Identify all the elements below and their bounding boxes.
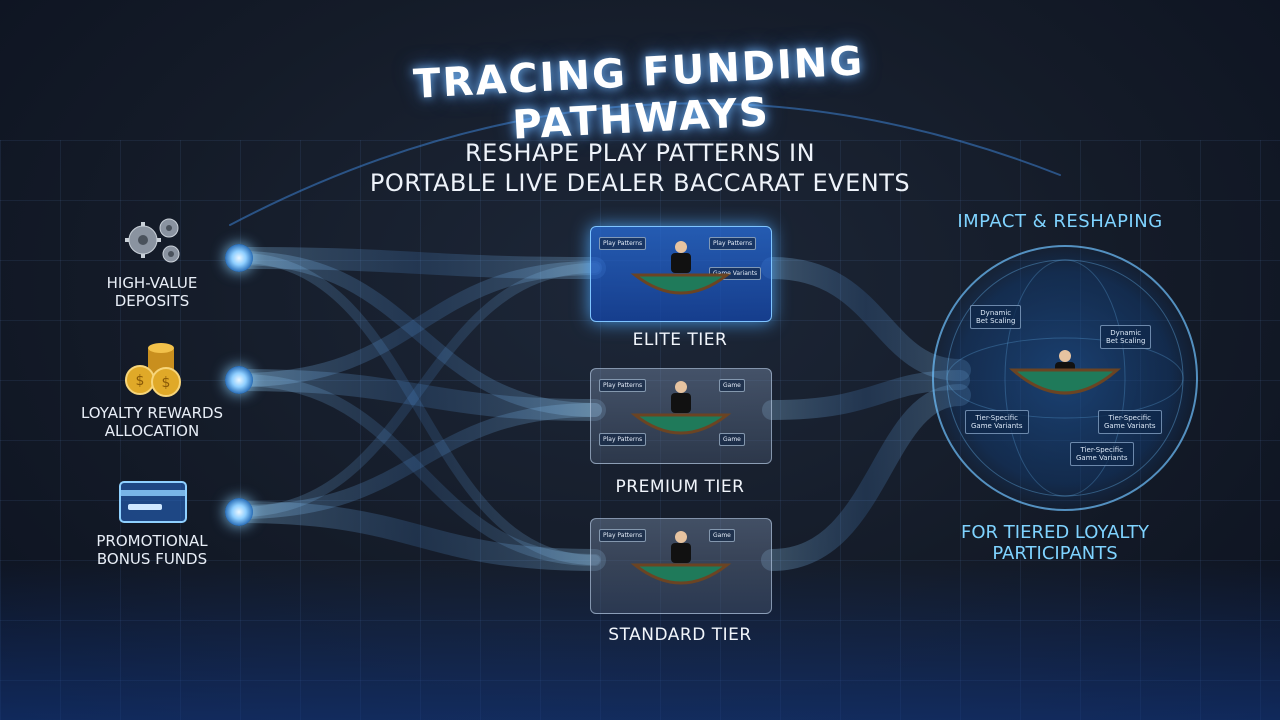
source-high-value-deposits: HIGH-VALUE DEPOSITS — [72, 212, 232, 310]
dealer-table-icon — [630, 381, 732, 435]
subtitle-line-1: RESHAPE PLAY PATTERNS IN — [464, 139, 816, 167]
source-label-line-2: ALLOCATION — [104, 422, 200, 440]
source-label-line-1: LOYALTY REWARDS — [80, 404, 224, 422]
impact-tag-line-2: Bet Scaling — [976, 317, 1016, 325]
tier-card-standard: Play Patterns Game — [590, 518, 772, 614]
tier-tag: Play Patterns — [599, 433, 647, 446]
source-node-2 — [225, 366, 253, 394]
impact-tag-line-1: Tier-Specific — [975, 414, 1019, 422]
impact-tag-line-1: Dynamic — [1110, 329, 1142, 337]
tier-tag: Game — [719, 433, 745, 446]
tier-tag: Play Patterns — [709, 237, 757, 250]
subtitle-line-2: PORTABLE LIVE DEALER BACCARAT EVENTS — [369, 169, 911, 197]
card-icon — [119, 481, 187, 523]
tier-tag: Play Patterns — [599, 529, 647, 542]
tier-label-elite: ELITE TIER — [632, 330, 728, 350]
source-node-1 — [225, 244, 253, 272]
dealer-table-icon — [630, 241, 732, 295]
tier-card-premium: Play Patterns Game Play Patterns Game — [590, 368, 772, 464]
tier-tag: Game — [709, 529, 735, 542]
source-promotional-bonus: PROMOTIONAL BONUS FUNDS — [72, 478, 232, 568]
impact-tag-line-1: Tier-Specific — [1080, 446, 1124, 454]
tier-tag: Play Patterns — [599, 237, 647, 250]
page-subtitle: RESHAPE PLAY PATTERNS IN PORTABLE LIVE D… — [300, 138, 980, 198]
svg-text:$: $ — [136, 373, 145, 389]
svg-text:$: $ — [162, 375, 171, 391]
impact-tag-line-1: Dynamic — [980, 309, 1012, 317]
impact-tag: Dynamic Bet Scaling — [970, 305, 1022, 329]
gears-icon — [125, 218, 180, 263]
tier-tag: Play Patterns — [599, 379, 647, 392]
tier-tag: Game — [719, 379, 745, 392]
impact-tag: Dynamic Bet Scaling — [1100, 325, 1152, 349]
globe-icon — [932, 245, 1198, 511]
impact-tag-line-2: Game Variants — [971, 422, 1023, 430]
impact-title: IMPACT & RESHAPING — [957, 211, 1163, 232]
source-loyalty-rewards: $ $ LOYALTY REWARDS ALLOCATION — [72, 340, 232, 440]
source-node-3 — [225, 498, 253, 526]
impact-tag-line-2: Game Variants — [1104, 422, 1156, 430]
bottom-glow — [0, 560, 1280, 720]
impact-footer: FOR TIERED LOYALTY PARTICIPANTS — [950, 522, 1160, 564]
tier-label-standard: STANDARD TIER — [608, 625, 752, 645]
impact-tag-line-2: Bet Scaling — [1106, 337, 1146, 345]
impact-tag: Tier-Specific Game Variants — [1070, 442, 1134, 466]
source-label-line-1: PROMOTIONAL — [96, 532, 208, 550]
impact-tag: Tier-Specific Game Variants — [1098, 410, 1162, 434]
impact-footer-line-1: FOR TIERED LOYALTY — [961, 522, 1149, 543]
source-label-line-2: DEPOSITS — [114, 292, 190, 310]
source-label-line-1: HIGH-VALUE — [106, 274, 198, 292]
tier-label-premium: PREMIUM TIER — [615, 477, 745, 497]
dealer-table-icon — [630, 531, 732, 585]
source-label-line-2: BONUS FUNDS — [96, 550, 208, 568]
impact-tag-line-2: Game Variants — [1076, 454, 1128, 462]
impact-footer-line-2: PARTICIPANTS — [992, 543, 1118, 564]
coins-icon: $ $ — [125, 343, 181, 397]
impact-tag-line-1: Tier-Specific — [1108, 414, 1152, 422]
tier-card-elite: Play Patterns Play Patterns Game Variant… — [590, 226, 772, 322]
impact-tag: Tier-Specific Game Variants — [965, 410, 1029, 434]
